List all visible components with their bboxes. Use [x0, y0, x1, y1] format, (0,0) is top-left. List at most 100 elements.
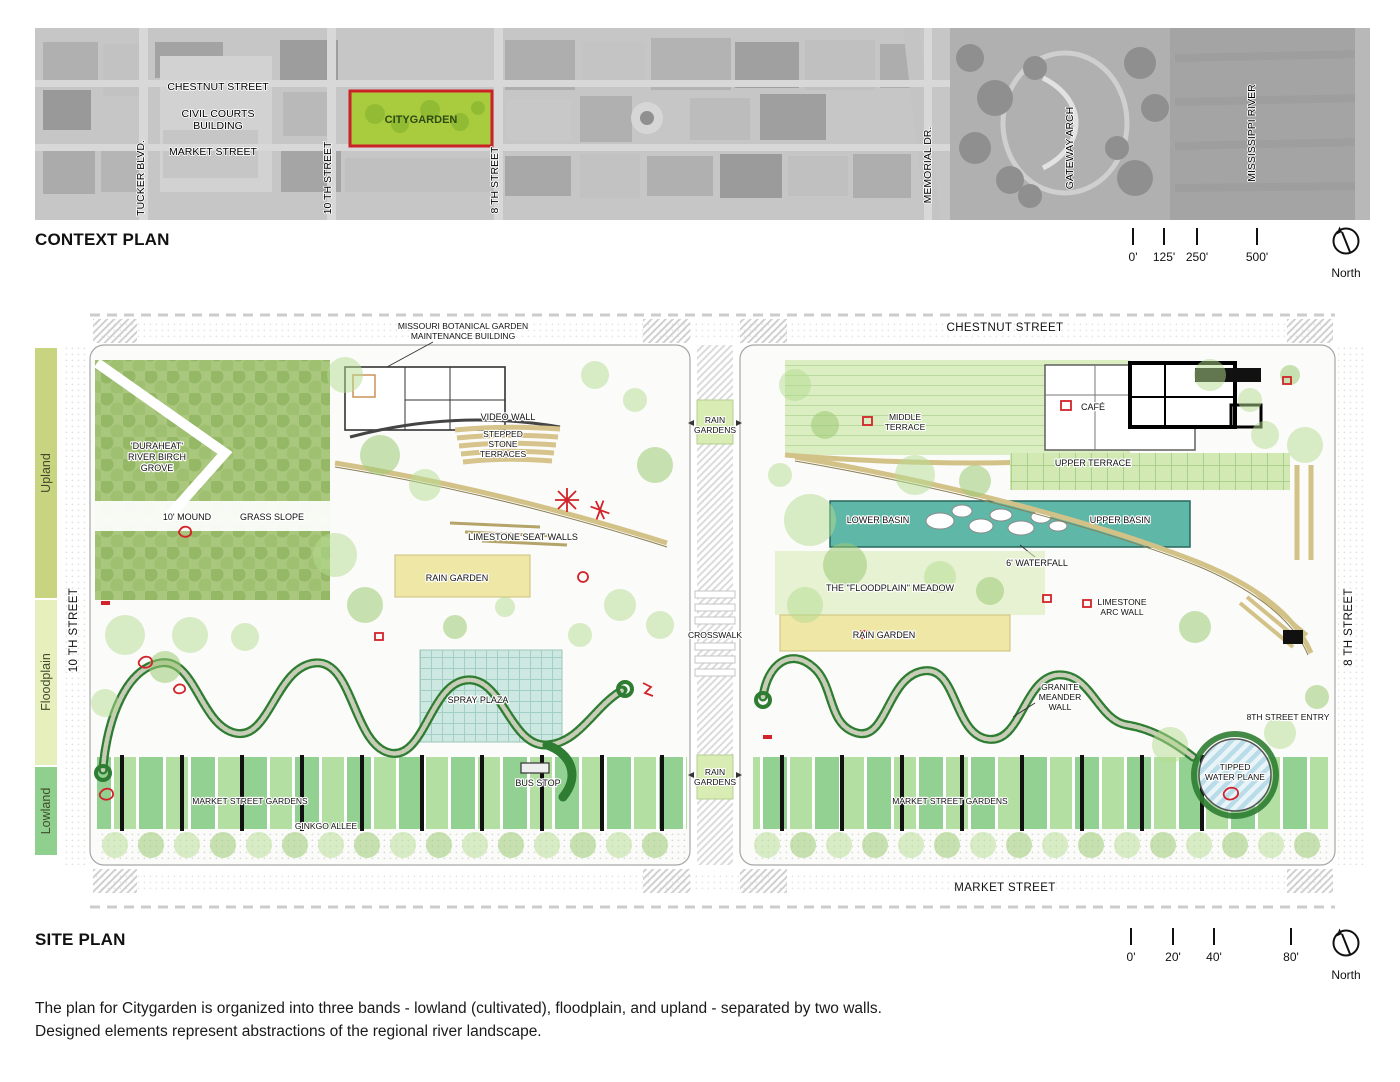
label-market-street-gardens-left: MARKET STREET GARDENS	[192, 796, 308, 806]
context-scalebar: 0' 125' 250' 500'	[1128, 228, 1278, 274]
aerial-labels: CHESTNUT STREET CIVIL COURTS BUILDING MA…	[134, 80, 1259, 216]
aerial-city-blocks	[43, 28, 941, 220]
label-tucker-blvd: TUCKER BLVD.	[135, 140, 147, 216]
trees	[91, 357, 1329, 858]
label-upper-basin: UPPER BASIN	[1090, 515, 1151, 525]
scale-tick-label: 125'	[1152, 250, 1176, 264]
label-civil-courts-1: CIVIL COURTS	[182, 108, 255, 120]
siteplan-labels: CHESTNUT STREET MARKET STREET 10 TH STRE…	[68, 320, 1355, 894]
north-arrow-icon	[1332, 226, 1360, 255]
label-market-street-ctx: MARKET STREET	[169, 146, 257, 158]
sculpture-red-blob	[137, 655, 153, 669]
label-8th-street-ctx: 8 TH STREET	[489, 146, 501, 213]
scale-tick	[1132, 228, 1134, 245]
label-stepped-1: STEPPED	[483, 429, 523, 439]
crosswalk-bars	[694, 590, 736, 677]
video-wall	[349, 418, 561, 439]
label-arc-wall-1: LIMESTONE	[1098, 597, 1147, 607]
band-upland	[35, 348, 57, 598]
label-rain-gardens-top-2: GARDENS	[694, 425, 736, 435]
scale-tick	[1163, 228, 1165, 245]
label-gateway-arch: GATEWAY ARCH	[1064, 107, 1076, 189]
label-limestone-seat-walls: LIMESTONE SEAT WALLS	[468, 532, 578, 542]
granite-meander-wall	[754, 654, 1198, 762]
label-10th-street-ctx: 10 TH STREET	[322, 141, 334, 214]
site-plan-title: SITE PLAN	[35, 930, 126, 949]
site-scalebar: 0' 20' 40' 80'	[1125, 928, 1305, 974]
rain-gardens-arrow-right	[736, 772, 742, 778]
aerial-arch-grounds	[950, 28, 1170, 220]
rain-garden-right-area	[779, 614, 1011, 652]
label-video-wall: VIDEO WALL	[481, 412, 536, 422]
scale-tick	[1256, 228, 1258, 245]
label-stepped-3: TERRACES	[480, 449, 527, 459]
rain-garden-corridor-bottom	[696, 754, 734, 800]
label-waterfall: 6' WATERFALL	[1006, 558, 1068, 568]
label-market-street: MARKET STREET	[954, 882, 1055, 894]
label-duraheat-1: 'DURAHEAT'	[131, 441, 184, 451]
aerial-river	[1170, 28, 1370, 220]
sculpture-red-spokes	[590, 500, 610, 520]
north-arrow-icon	[1332, 928, 1360, 957]
scale-tick-label: 0'	[1126, 950, 1136, 964]
sculpture-red-square	[374, 632, 384, 641]
label-maintenance-1: MISSOURI BOTANICAL GARDEN	[398, 321, 528, 331]
scale-tick-label: 20'	[1165, 950, 1181, 964]
citygarden-highlight: CITYGARDEN	[348, 89, 494, 148]
stepped-stone-terraces	[454, 424, 561, 465]
sculpture-red-square	[1082, 599, 1092, 608]
label-mississippi-river: MISSISSIPPI RIVER	[1246, 84, 1258, 182]
sculpture-red-spokes	[555, 488, 579, 512]
band-lowland-label: Lowland	[39, 788, 53, 835]
label-floodplain-meadow: THE "FLOODPLAIN" MEADOW	[826, 583, 954, 593]
north-label: North	[1331, 266, 1361, 280]
sculpture-red-blob	[178, 525, 192, 538]
label-chestnut-street-ctx: CHESTNUT STREET	[167, 81, 269, 93]
caption: The plan for Citygarden is organized int…	[35, 997, 1135, 1043]
label-tipped-1: TIPPED	[1220, 762, 1251, 772]
label-mound: 10' MOUND	[163, 512, 212, 522]
scale-tick	[1213, 928, 1215, 945]
upper-terrace-area	[1010, 453, 1290, 490]
band-lowland	[35, 767, 57, 855]
label-market-street-gardens-right: MARKET STREET GARDENS	[892, 796, 1008, 806]
context-plan-aerial: CITYGARDEN CHESTNUT STREET CIVIL COURTS …	[35, 28, 1370, 220]
label-tipped-2: WATER PLANE	[1205, 772, 1265, 782]
central-corridor	[694, 345, 736, 865]
label-spray-plaza: SPRAY PLAZA	[448, 695, 509, 705]
scale-tick-label: 80'	[1283, 950, 1299, 964]
scale-tick	[1172, 928, 1174, 945]
label-10th-street: 10 TH STREET	[68, 588, 80, 672]
label-civil-courts-2: BUILDING	[193, 120, 243, 132]
river-birch-grove	[94, 358, 330, 600]
sculpture-red-square	[862, 416, 873, 426]
context-plan-title: CONTEXT PLAN	[35, 230, 170, 249]
tipped-water-plane	[1191, 731, 1279, 819]
sculpture-red-square	[1282, 376, 1292, 385]
label-upper-terrace: UPPER TERRACE	[1055, 458, 1131, 468]
band-floodplain	[35, 600, 57, 765]
band-floodplain-label: Floodplain	[39, 653, 53, 711]
label-crosswalk: CROSSWALK	[688, 630, 742, 640]
cafe-building	[1044, 361, 1263, 451]
label-middle-terrace-2: TERRACE	[885, 422, 926, 432]
rain-garden-left-area	[394, 554, 531, 598]
label-memorial-dr: MEMORIAL DR.	[922, 127, 934, 204]
right-block	[739, 344, 1336, 866]
sculpture-red-blob	[1222, 786, 1239, 801]
label-lower-basin: LOWER BASIN	[847, 515, 910, 525]
caption-line-2: Designed elements represent abstractions…	[35, 1023, 542, 1040]
label-8th-street: 8 TH STREET	[1343, 588, 1355, 666]
sculpture-red-mark	[101, 601, 110, 605]
label-rain-gardens-bottom-1: RAIN	[705, 767, 725, 777]
sculpture-red-square	[1042, 594, 1052, 603]
label-duraheat-2: RIVER BIRCH	[128, 452, 186, 462]
market-street-gardens-left	[97, 755, 687, 831]
site-plan-drawing: Upland Floodplain Lowland	[35, 305, 1370, 920]
band-legend: Upland Floodplain Lowland	[35, 348, 57, 855]
north-label: North	[1331, 968, 1361, 982]
label-rain-garden-left: RAIN GARDEN	[426, 573, 489, 583]
label-middle-terrace-1: MIDDLE	[889, 412, 921, 422]
scale-tick	[1196, 228, 1198, 245]
